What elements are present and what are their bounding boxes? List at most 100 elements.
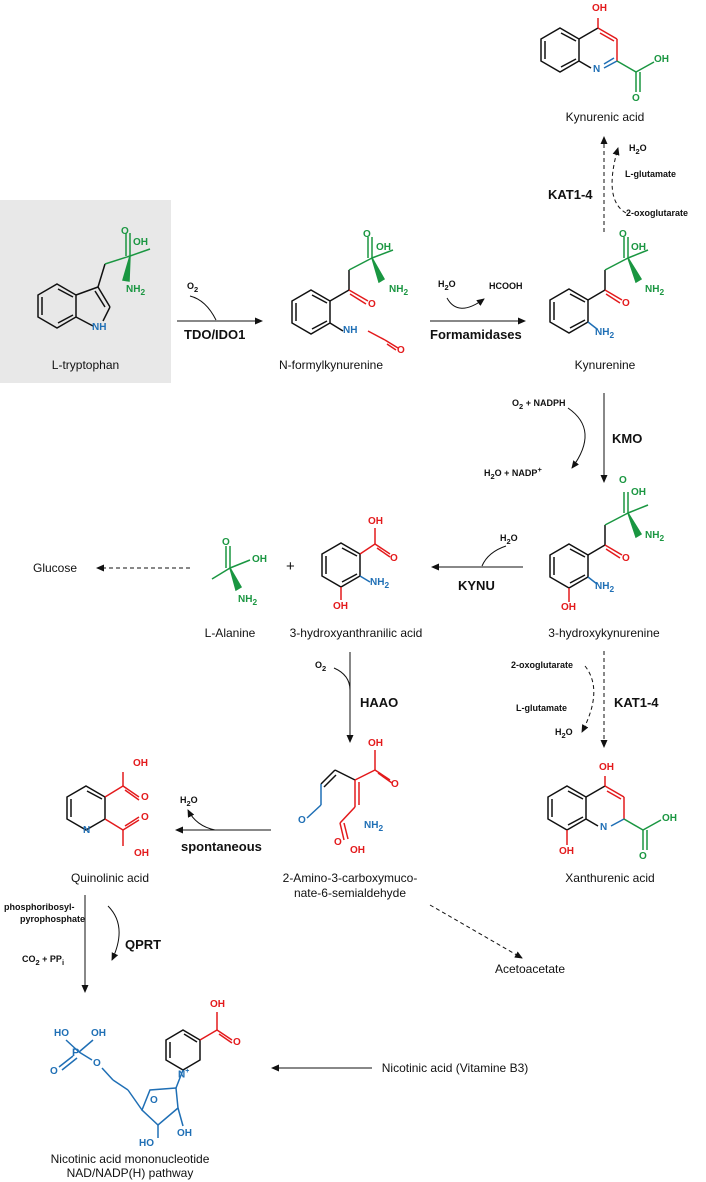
enzyme-kat-top: KAT1-4: [548, 187, 593, 202]
h2o-curve-spontaneous: [187, 809, 216, 831]
atom-nh2: NH2: [238, 594, 258, 607]
atom-nh: NH: [343, 325, 358, 336]
atom-oh: OH: [210, 999, 225, 1010]
cofactor-h2o-kat-bottom: H2O: [555, 727, 573, 740]
enzyme-kmo: KMO: [612, 431, 643, 446]
atom-o: O: [222, 537, 230, 548]
atom-n: N: [83, 825, 91, 836]
atom-nh: NH: [92, 322, 107, 333]
atom-oh: OH: [91, 1028, 106, 1039]
atom-o: O: [622, 553, 630, 564]
atom-oh: OH: [177, 1128, 192, 1139]
cofactor-h2o-kat-top: H2O: [629, 143, 647, 156]
label-l-alanine: L-Alanine: [204, 626, 256, 640]
atom-oh: OH: [654, 54, 669, 65]
atom-o: O: [93, 1058, 101, 1069]
atom-oh: OH: [368, 738, 383, 749]
atom-ho: HO: [139, 1138, 154, 1149]
label-3-hydroxykynurenine: 3-hydroxykynurenine: [548, 626, 660, 640]
cofactor-2-oxoglutarate-top: 2-oxoglutarate: [626, 208, 689, 218]
cofactor-co2-ppi: CO2 + PPi: [22, 954, 65, 967]
atom-nh2: NH2: [126, 284, 146, 297]
atom-nh2: NH2: [364, 820, 384, 833]
label-l-tryptophan: L-tryptophan: [51, 358, 120, 372]
atom-p: P: [72, 1047, 80, 1059]
atom-nh2: NH2: [595, 581, 615, 594]
atom-oh: OH: [133, 237, 148, 248]
cofactor-h2o-formamidases: H2O: [438, 279, 456, 292]
o2-curve-haao: [333, 667, 351, 691]
cofactor-o2-tdo: O2: [187, 281, 199, 294]
atom-oh: OH: [592, 3, 607, 14]
label-quinolinic-acid: Quinolinic acid: [70, 871, 150, 885]
cofactor-o2-nadph: O2 + NADPH: [512, 398, 566, 411]
atom-o: O: [391, 779, 399, 790]
atom-o: O: [622, 298, 630, 309]
cofactor-h2o-kynu: H2O: [500, 533, 518, 546]
label-xanthurenic-acid: Xanthurenic acid: [565, 871, 655, 885]
atom-o: O: [632, 93, 640, 104]
plus-sign: +: [286, 558, 295, 575]
kynurenic-acid-structure: [540, 18, 655, 92]
h2o-curve-kynu: [481, 545, 507, 567]
kat-bottom-cofactor-curve: [581, 665, 595, 733]
atom-oh: OH: [133, 758, 148, 769]
n-formylkynurenine-structure: [291, 237, 399, 351]
cofactor-l-glutamate-bottom: L-glutamate: [516, 703, 568, 713]
3-hydroxyanthranilic-acid-structure: [321, 528, 391, 600]
enzyme-tdo-ido1: TDO/IDO1: [184, 327, 246, 342]
dashed-arrow-acms-to-acetoacetate: [429, 904, 523, 959]
quinolinic-acid-structure: [66, 772, 140, 846]
atom-oh: OH: [376, 242, 391, 253]
cofactor-hcooh: HCOOH: [489, 281, 523, 291]
atom-nh2: NH2: [389, 284, 409, 297]
atom-oh: OH: [561, 602, 576, 613]
atom-n: N: [593, 64, 601, 75]
atom-oh: OH: [599, 762, 614, 773]
cofactor-l-glutamate-top: L-glutamate: [625, 169, 677, 179]
label-acetoacetate: Acetoacetate: [494, 962, 566, 976]
label-n-formylkynurenine: N-formylkynurenine: [278, 358, 384, 372]
atom-nh2: NH2: [645, 284, 665, 297]
atom-o: O: [150, 1095, 158, 1106]
atom-oh: OH: [559, 846, 574, 857]
atom-o: O: [141, 812, 149, 823]
enzyme-qprt: QPRT: [125, 937, 162, 952]
label-kynurenic-acid: Kynurenic acid: [565, 110, 645, 124]
label-namn-line2: NAD/NADP(H) pathway: [66, 1166, 194, 1180]
atom-o: O: [363, 229, 371, 240]
o2-curve-1: [189, 295, 217, 321]
atom-o: O: [368, 299, 376, 310]
atom-o: O: [639, 851, 647, 862]
qprt-cofactor-curve: [107, 905, 120, 961]
h2o-hcooh-curve: [446, 297, 485, 309]
cofactor-h2o-spontaneous: H2O: [180, 795, 198, 808]
atom-oh: OH: [631, 487, 646, 498]
label-nicotinic-acid: Nicotinic acid (Vitamine B3): [381, 1061, 529, 1075]
atom-oh: OH: [134, 848, 149, 859]
cofactor-2-oxoglutarate-bottom: 2-oxoglutarate: [511, 660, 574, 670]
namn-structure: [58, 1012, 233, 1138]
atom-n: N: [600, 822, 608, 833]
xanthurenic-acid-structure: [547, 776, 662, 850]
cofactor-h2o-nadp: H2O + NADP+: [484, 465, 542, 481]
atom-oh: OH: [662, 813, 677, 824]
atom-nh2: NH2: [645, 530, 665, 543]
kmo-cofactor-curve: [567, 407, 586, 469]
label-namn-line1: Nicotinic acid mononucleotide: [50, 1152, 210, 1166]
label-acms-line2: nate-6-semialdehyde: [293, 886, 407, 900]
atom-n: N+: [178, 1068, 190, 1081]
3-hydroxykynurenine-structure: [549, 492, 649, 602]
l-alanine-structure: [211, 546, 251, 592]
cofactor-prpp-line1: phosphoribosyl-: [4, 902, 75, 912]
label-3-hydroxyanthranilic-acid: 3-hydroxyanthranilic acid: [289, 626, 423, 640]
acms-structure: [306, 750, 393, 841]
atom-oh: OH: [252, 554, 267, 565]
atom-o: O: [233, 1037, 241, 1048]
kat-top-cofactor-curve: [611, 147, 627, 214]
enzyme-kat-bottom: KAT1-4: [614, 695, 659, 710]
atom-o: O: [619, 475, 627, 486]
atom-o: O: [298, 815, 306, 826]
